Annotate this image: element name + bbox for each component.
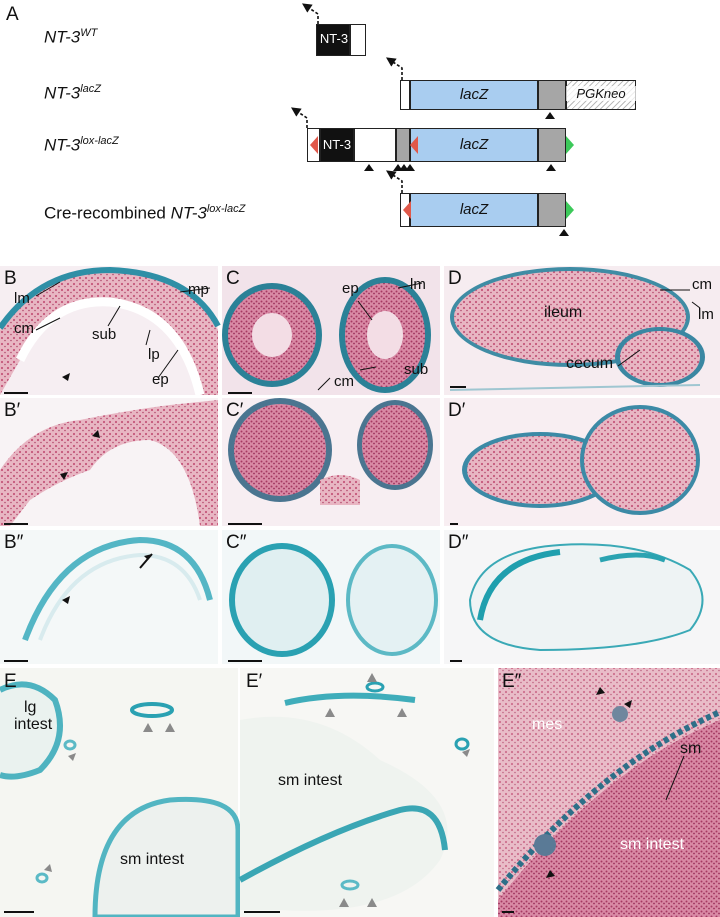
arrowhead-icon (60, 472, 68, 480)
loxp-site-icon (310, 136, 318, 154)
grey-arrowhead-icon (462, 749, 470, 757)
label-ep: ep (152, 371, 169, 388)
grey-arrowhead-icon (325, 708, 335, 717)
nt3-label: NT-3 (319, 31, 349, 46)
lacz-box (410, 193, 538, 227)
label-intest: intest (14, 716, 53, 733)
grey-arrowhead-icon (165, 723, 175, 732)
polya-triangle-icon (546, 164, 556, 171)
panel-letter-C-double-prime: C″ (226, 532, 247, 553)
polya-triangle-icon (405, 164, 415, 171)
grey-arrowhead-icon (143, 723, 153, 732)
panel-letter-A: A (6, 4, 19, 25)
arrowhead-icon (596, 687, 605, 695)
label-sm-intest: sm intest (278, 772, 343, 789)
panel-letter-D: D (448, 268, 462, 289)
frt-site-icon (566, 136, 574, 154)
grey-arrowhead-icon (44, 864, 52, 872)
label-lp: lp (148, 346, 160, 363)
panel-letter-B: B (4, 268, 17, 289)
grey-arrowhead-icon (397, 708, 407, 717)
label-ileum: ileum (544, 304, 583, 321)
arrowhead-icon (92, 430, 100, 438)
micrograph-C-double-prime (222, 530, 440, 664)
genotype-label-cre: Cre-recombined NT-3lox-lacZ (44, 203, 246, 223)
frt-site-icon (566, 201, 574, 219)
micrograph-E-prime (238, 668, 494, 917)
arrowhead-icon (62, 596, 70, 604)
polya-box (538, 128, 566, 162)
label-lg: lg (24, 699, 37, 716)
lacz-box (410, 80, 538, 110)
loxp-site-icon (410, 136, 418, 154)
genotype-label-wt: NT-3WT (44, 27, 98, 47)
polya-box (538, 80, 566, 110)
recombination-sites (310, 112, 574, 236)
label-cm: cm (14, 320, 34, 337)
lacz-label: lacZ (459, 86, 489, 103)
genotype-label-lox-lacz: NT-3lox-lacZ (44, 135, 119, 155)
polya-triangle-icon (559, 229, 569, 236)
pgkneo-label: PGKneo (566, 86, 636, 101)
label-mp: mp (188, 281, 209, 298)
arrowhead-icon (546, 870, 555, 878)
panel-letter-B-prime: B′ (4, 400, 21, 421)
panel-letter-E-prime: E′ (246, 671, 263, 692)
lacz-label: lacZ (459, 136, 489, 153)
label-lm: lm (14, 290, 30, 307)
micrograph-C-prime (222, 398, 440, 526)
label-sm-intest: sm intest (620, 836, 685, 853)
label-mes: mes (532, 716, 563, 733)
micrograph-C (222, 266, 440, 395)
label-sm-intest: sm intest (120, 851, 185, 868)
lacz-box (410, 128, 538, 162)
grey-arrowhead-icon (68, 753, 76, 761)
grey-arrowhead-icon (367, 673, 377, 682)
polya-triangle-icon (545, 112, 555, 119)
promoter-arrows (291, 3, 403, 193)
polya-box (538, 193, 566, 227)
polya-box (396, 128, 410, 162)
intron-box (354, 128, 396, 162)
nt3-exon-box (316, 24, 350, 56)
label-sub: sub (404, 361, 429, 378)
micrograph-E-double-prime (495, 668, 720, 917)
label-lm: lm (698, 306, 714, 323)
lacz-label: lacZ (459, 201, 489, 218)
label-ep: ep (342, 280, 359, 297)
loxp-site-icon (403, 201, 411, 219)
label-cecum: cecum (566, 355, 614, 372)
micrograph-D-prime (444, 398, 720, 526)
label-cm: cm (692, 276, 712, 293)
micrograph-E (0, 668, 241, 917)
grey-arrowhead-icon (339, 898, 349, 907)
arrowhead-icon (624, 700, 632, 708)
panel-letter-E: E (4, 671, 17, 692)
micrograph-B-double-prime (0, 530, 218, 664)
panel-letter-D-prime: D′ (448, 400, 466, 421)
panel-letter-E-double-prime: E″ (502, 671, 522, 692)
polya-triangle-icon (364, 164, 374, 171)
label-lm: lm (410, 276, 426, 293)
nt3-label: NT-3 (322, 137, 352, 152)
utr-box (400, 80, 410, 110)
panel-letter-C: C (226, 268, 240, 289)
micrograph-D-double-prime (444, 530, 720, 664)
label-sub: sub (92, 326, 117, 343)
label-sm: sm (680, 740, 702, 757)
panel-letter-C-prime: C′ (226, 400, 244, 421)
panel-letter-B-double-prime: B″ (4, 532, 24, 553)
panel-letter-D-double-prime: D″ (448, 532, 469, 553)
label-cm: cm (334, 373, 354, 390)
micrograph-B-prime (0, 398, 218, 526)
micrograph-D (444, 266, 720, 395)
nt3-exon-box (320, 128, 354, 162)
arrow-icon (144, 554, 152, 560)
utr-box (350, 24, 366, 56)
arrowhead-icon (62, 373, 70, 381)
grey-arrowhead-icon (367, 898, 377, 907)
genotype-label-lacz: NT-3lacZ (44, 83, 101, 103)
